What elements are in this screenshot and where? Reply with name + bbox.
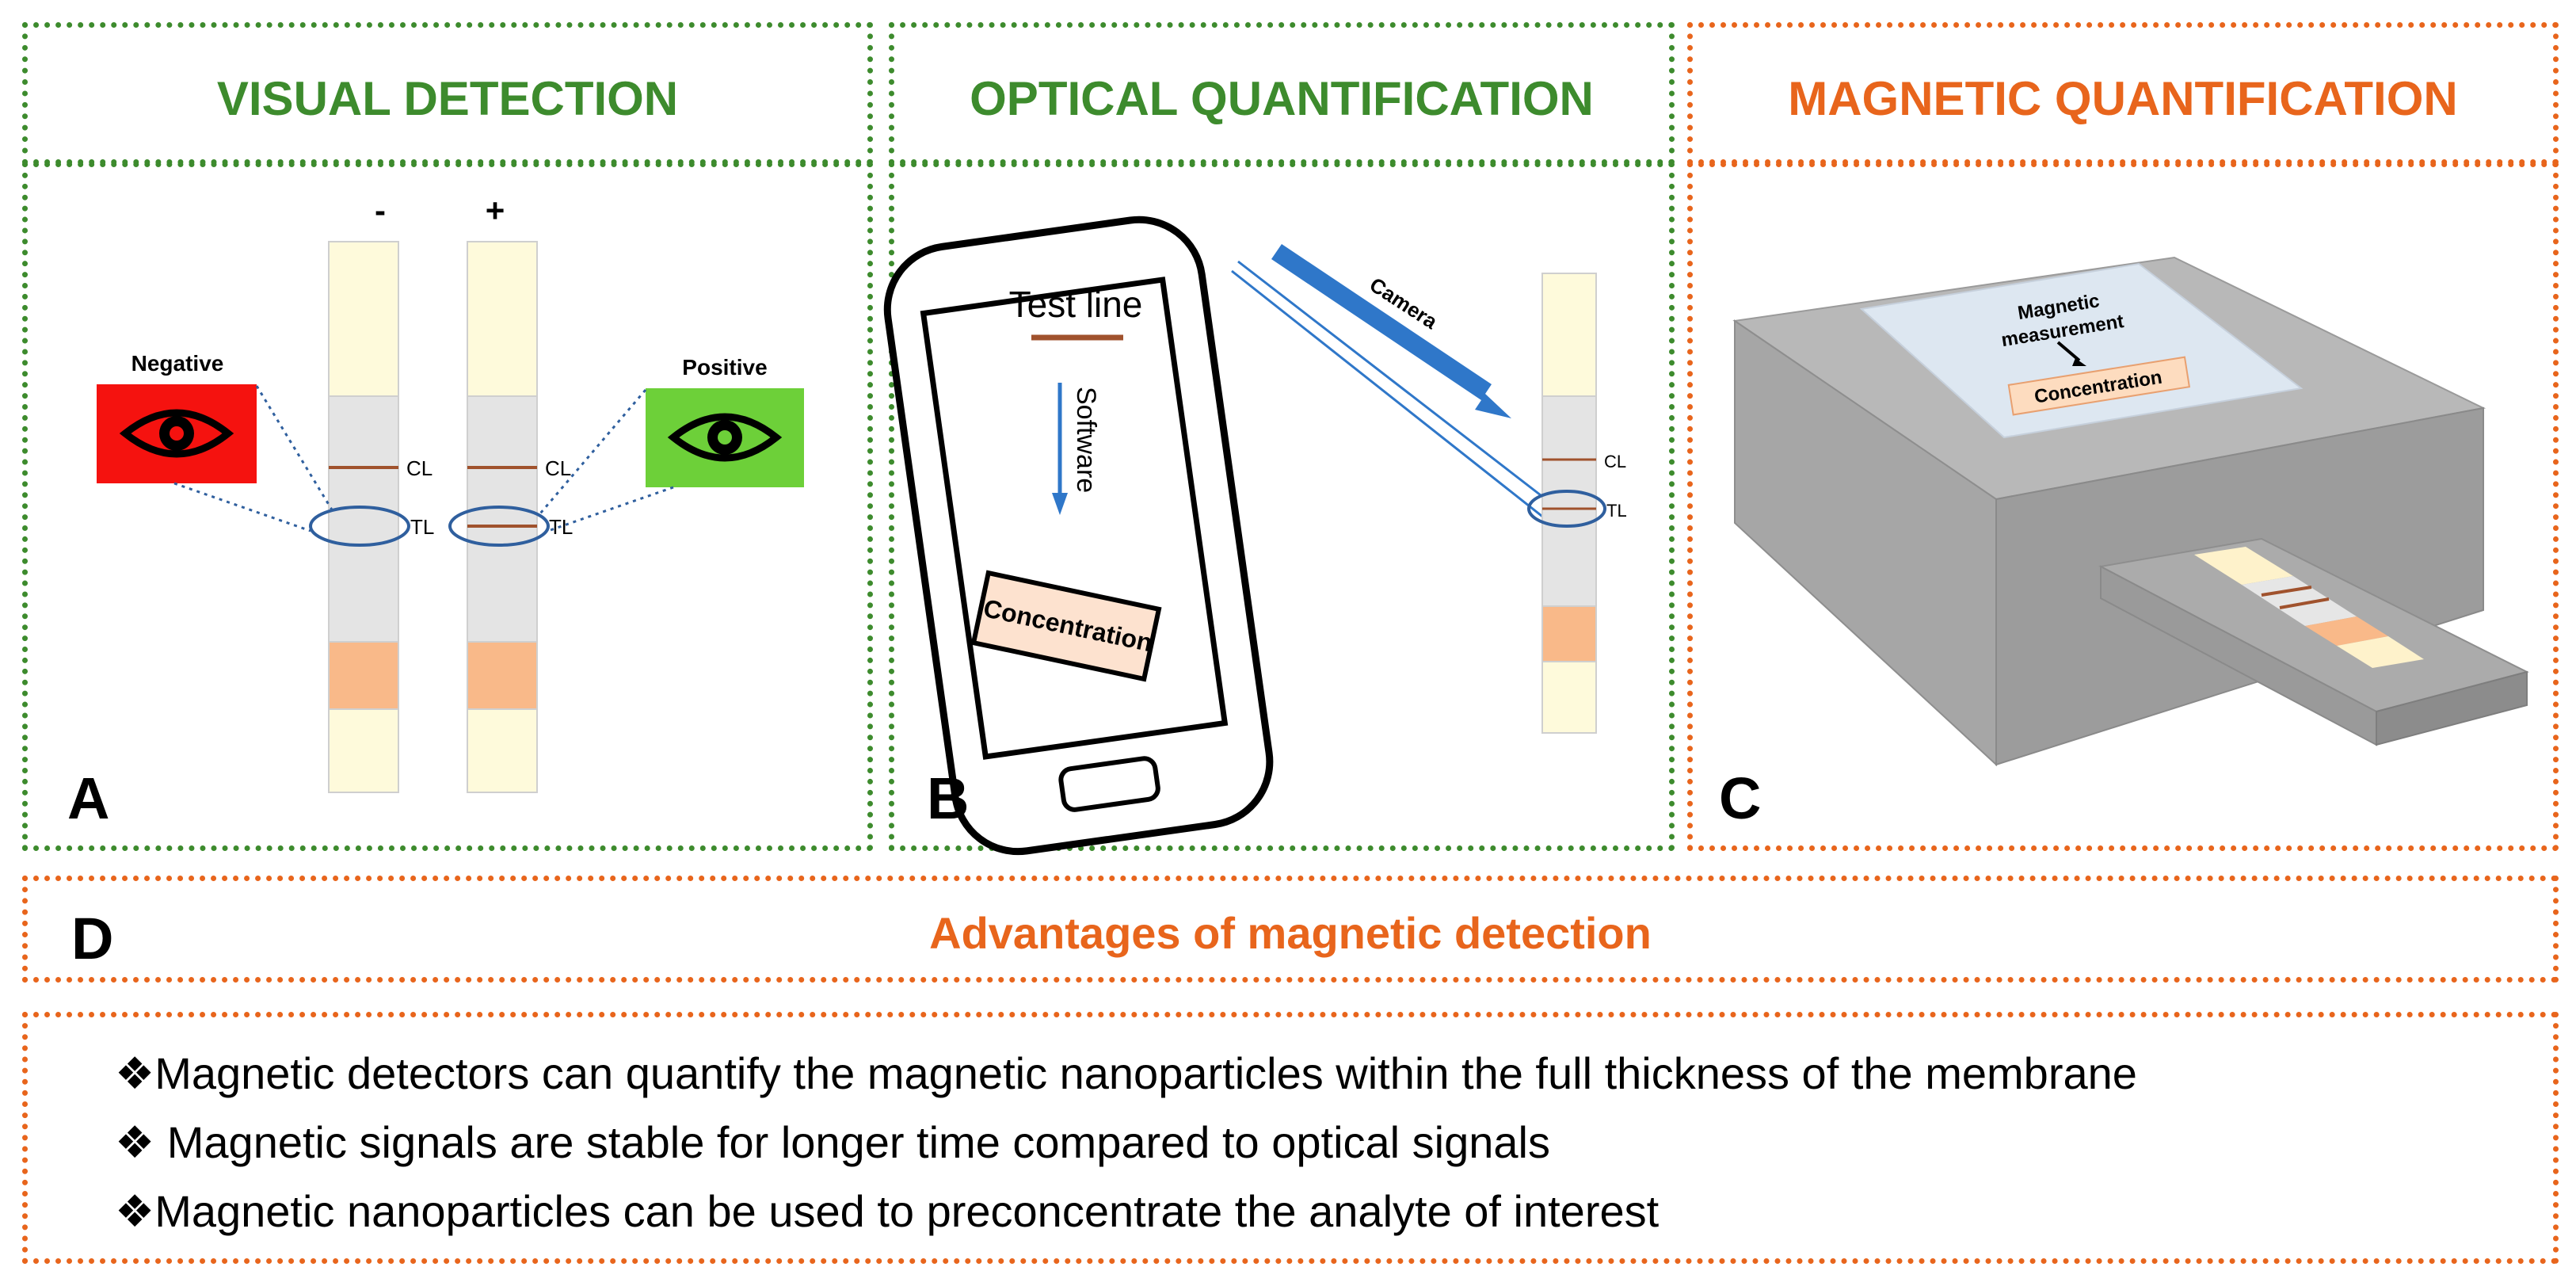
tray-strip-membrane [2242, 576, 2357, 626]
camera-arrow [1271, 244, 1511, 418]
strip-negative-cl-label: CL [406, 456, 433, 480]
strip-tl-label: TL [1606, 501, 1627, 521]
advantage-item: ❖Magnetic detectors can quantify the mag… [115, 1048, 2137, 1098]
software-arrow-head [1052, 493, 1068, 515]
advantage-item: ❖Magnetic nanoparticles can be used to p… [115, 1186, 1660, 1236]
panel-c-letter: C [1719, 765, 1762, 831]
strip-negative-tl-label: TL [410, 515, 434, 539]
strip-sample-pad [1541, 273, 1597, 397]
plus-label: + [486, 192, 505, 229]
strip-negative-membrane [328, 395, 399, 643]
strip-tl-ellipse [1527, 490, 1606, 528]
panel-d-header: D Advantages of magnetic detection [22, 876, 2559, 983]
tray-side-face [2376, 670, 2528, 746]
panel-a-letter: A [67, 765, 110, 831]
strip-positive-conjugate-pad [467, 641, 538, 710]
panel-b-title: OPTICAL QUANTIFICATION [970, 72, 1594, 125]
software-label: Software [1071, 387, 1101, 493]
strip-membrane [1541, 395, 1597, 607]
negative-label: Negative [131, 351, 224, 376]
strip-positive-membrane [467, 395, 538, 643]
panel-a-title: VISUAL DETECTION [216, 72, 679, 125]
strip-negative-absorbent-pad [328, 708, 399, 793]
eye-icon [119, 409, 234, 458]
strip-positive-tl-ellipse [448, 506, 550, 547]
panel-d-letter: D [71, 906, 114, 971]
positive-label: Positive [682, 355, 767, 380]
camera-beam [1231, 260, 1549, 523]
advantages-box: ❖Magnetic detectors can quantify the mag… [22, 1012, 2559, 1264]
concentration-box [970, 570, 1162, 682]
strip-positive-cl-label: CL [545, 456, 571, 480]
panel-a-body [22, 162, 873, 851]
measurement-arrow [2056, 341, 2081, 362]
measurement-arrow-head [2072, 358, 2086, 366]
panel-c-body [1687, 162, 2559, 851]
panel-a-diagram: - + CL TL CL TL Negative Positive [97, 192, 804, 793]
tray-strip-conjugate-pad [2305, 616, 2388, 646]
panel-b-letter: B [927, 765, 970, 831]
strip-absorbent-pad [1541, 661, 1597, 734]
test-line-label: Test line [1009, 284, 1143, 325]
tray-strip-sample-pad [2194, 547, 2293, 585]
strip-positive-absorbent-pad [467, 708, 538, 793]
panel-c-diagram: Magnetic measurement Concentration [1732, 256, 2529, 767]
tray-strip-control-line [2261, 586, 2312, 597]
advantage-item: ❖ Magnetic signals are stable for longer… [115, 1117, 1550, 1167]
reader-display [1859, 262, 2304, 439]
strip-positive-sample-pad [467, 241, 538, 397]
strip-negative-sample-pad [328, 241, 399, 397]
strip-negative-conjugate-pad [328, 641, 399, 710]
panel-b-diagram: Test line Software Concentration Camera … [883, 216, 1627, 856]
tray-strip-test-line [2279, 597, 2330, 609]
panel-b-body [889, 162, 1675, 851]
minus-label: - [375, 192, 386, 229]
panel-d-title: Advantages of magnetic detection [929, 908, 1652, 958]
callout-connectors [173, 385, 674, 532]
strip-cl-label: CL [1604, 452, 1626, 471]
strip-negative-tl-ellipse [309, 506, 410, 547]
panel-c-title: MAGNETIC QUANTIFICATION [1788, 72, 2458, 125]
tray-strip-absorbent-pad [2337, 636, 2424, 668]
eye-icon [667, 413, 783, 462]
concentration-box [2007, 356, 2191, 416]
